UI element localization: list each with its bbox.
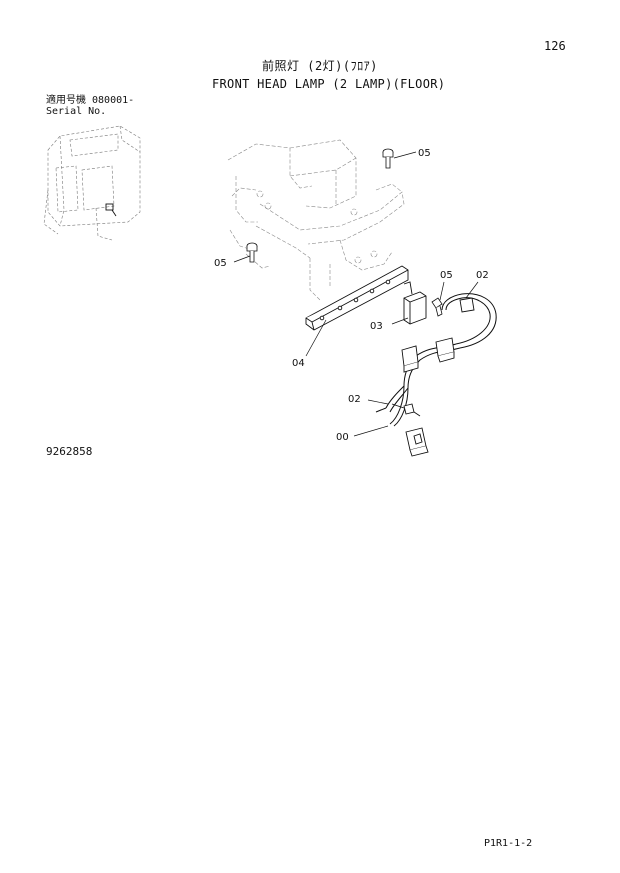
serial-label-japanese: 適用号機 080001-: [46, 95, 135, 106]
harness-clip-02: [391, 403, 421, 417]
page-number: 126: [544, 39, 566, 53]
bolt-05-left: [246, 242, 258, 263]
cab-floor-frame: [227, 139, 405, 301]
lamp-bracket-04: [305, 265, 409, 331]
callout-05-right: 05: [440, 270, 453, 281]
callout-05-left: 05: [214, 258, 227, 269]
bolt-05-right: [431, 297, 443, 317]
harness-connectors: [401, 297, 475, 457]
page-title-japanese: 前照灯 (2灯)(ﾌﾛｱ): [262, 59, 378, 73]
serial-label: Serial No.: [46, 106, 107, 117]
bolt-05-top: [382, 148, 394, 169]
callout-00: 00: [336, 432, 349, 443]
relay-03: [403, 281, 427, 325]
callout-03: 03: [370, 321, 383, 332]
drawing-number: 9262858: [46, 445, 93, 458]
machine-overview-highlight: [105, 203, 117, 217]
sheet-code: P1R1-1-2: [484, 838, 533, 849]
callout-02-top: 02: [476, 270, 489, 281]
wiring-harness-00: [375, 293, 497, 427]
callout-05-top: 05: [418, 148, 431, 159]
leader-lines: [233, 151, 479, 437]
callout-04: 04: [292, 358, 305, 369]
callout-02-bottom: 02: [348, 394, 361, 405]
page-title: FRONT HEAD LAMP (2 LAMP)(FLOOR): [212, 77, 446, 91]
machine-overview-thumbnail: [43, 125, 141, 241]
